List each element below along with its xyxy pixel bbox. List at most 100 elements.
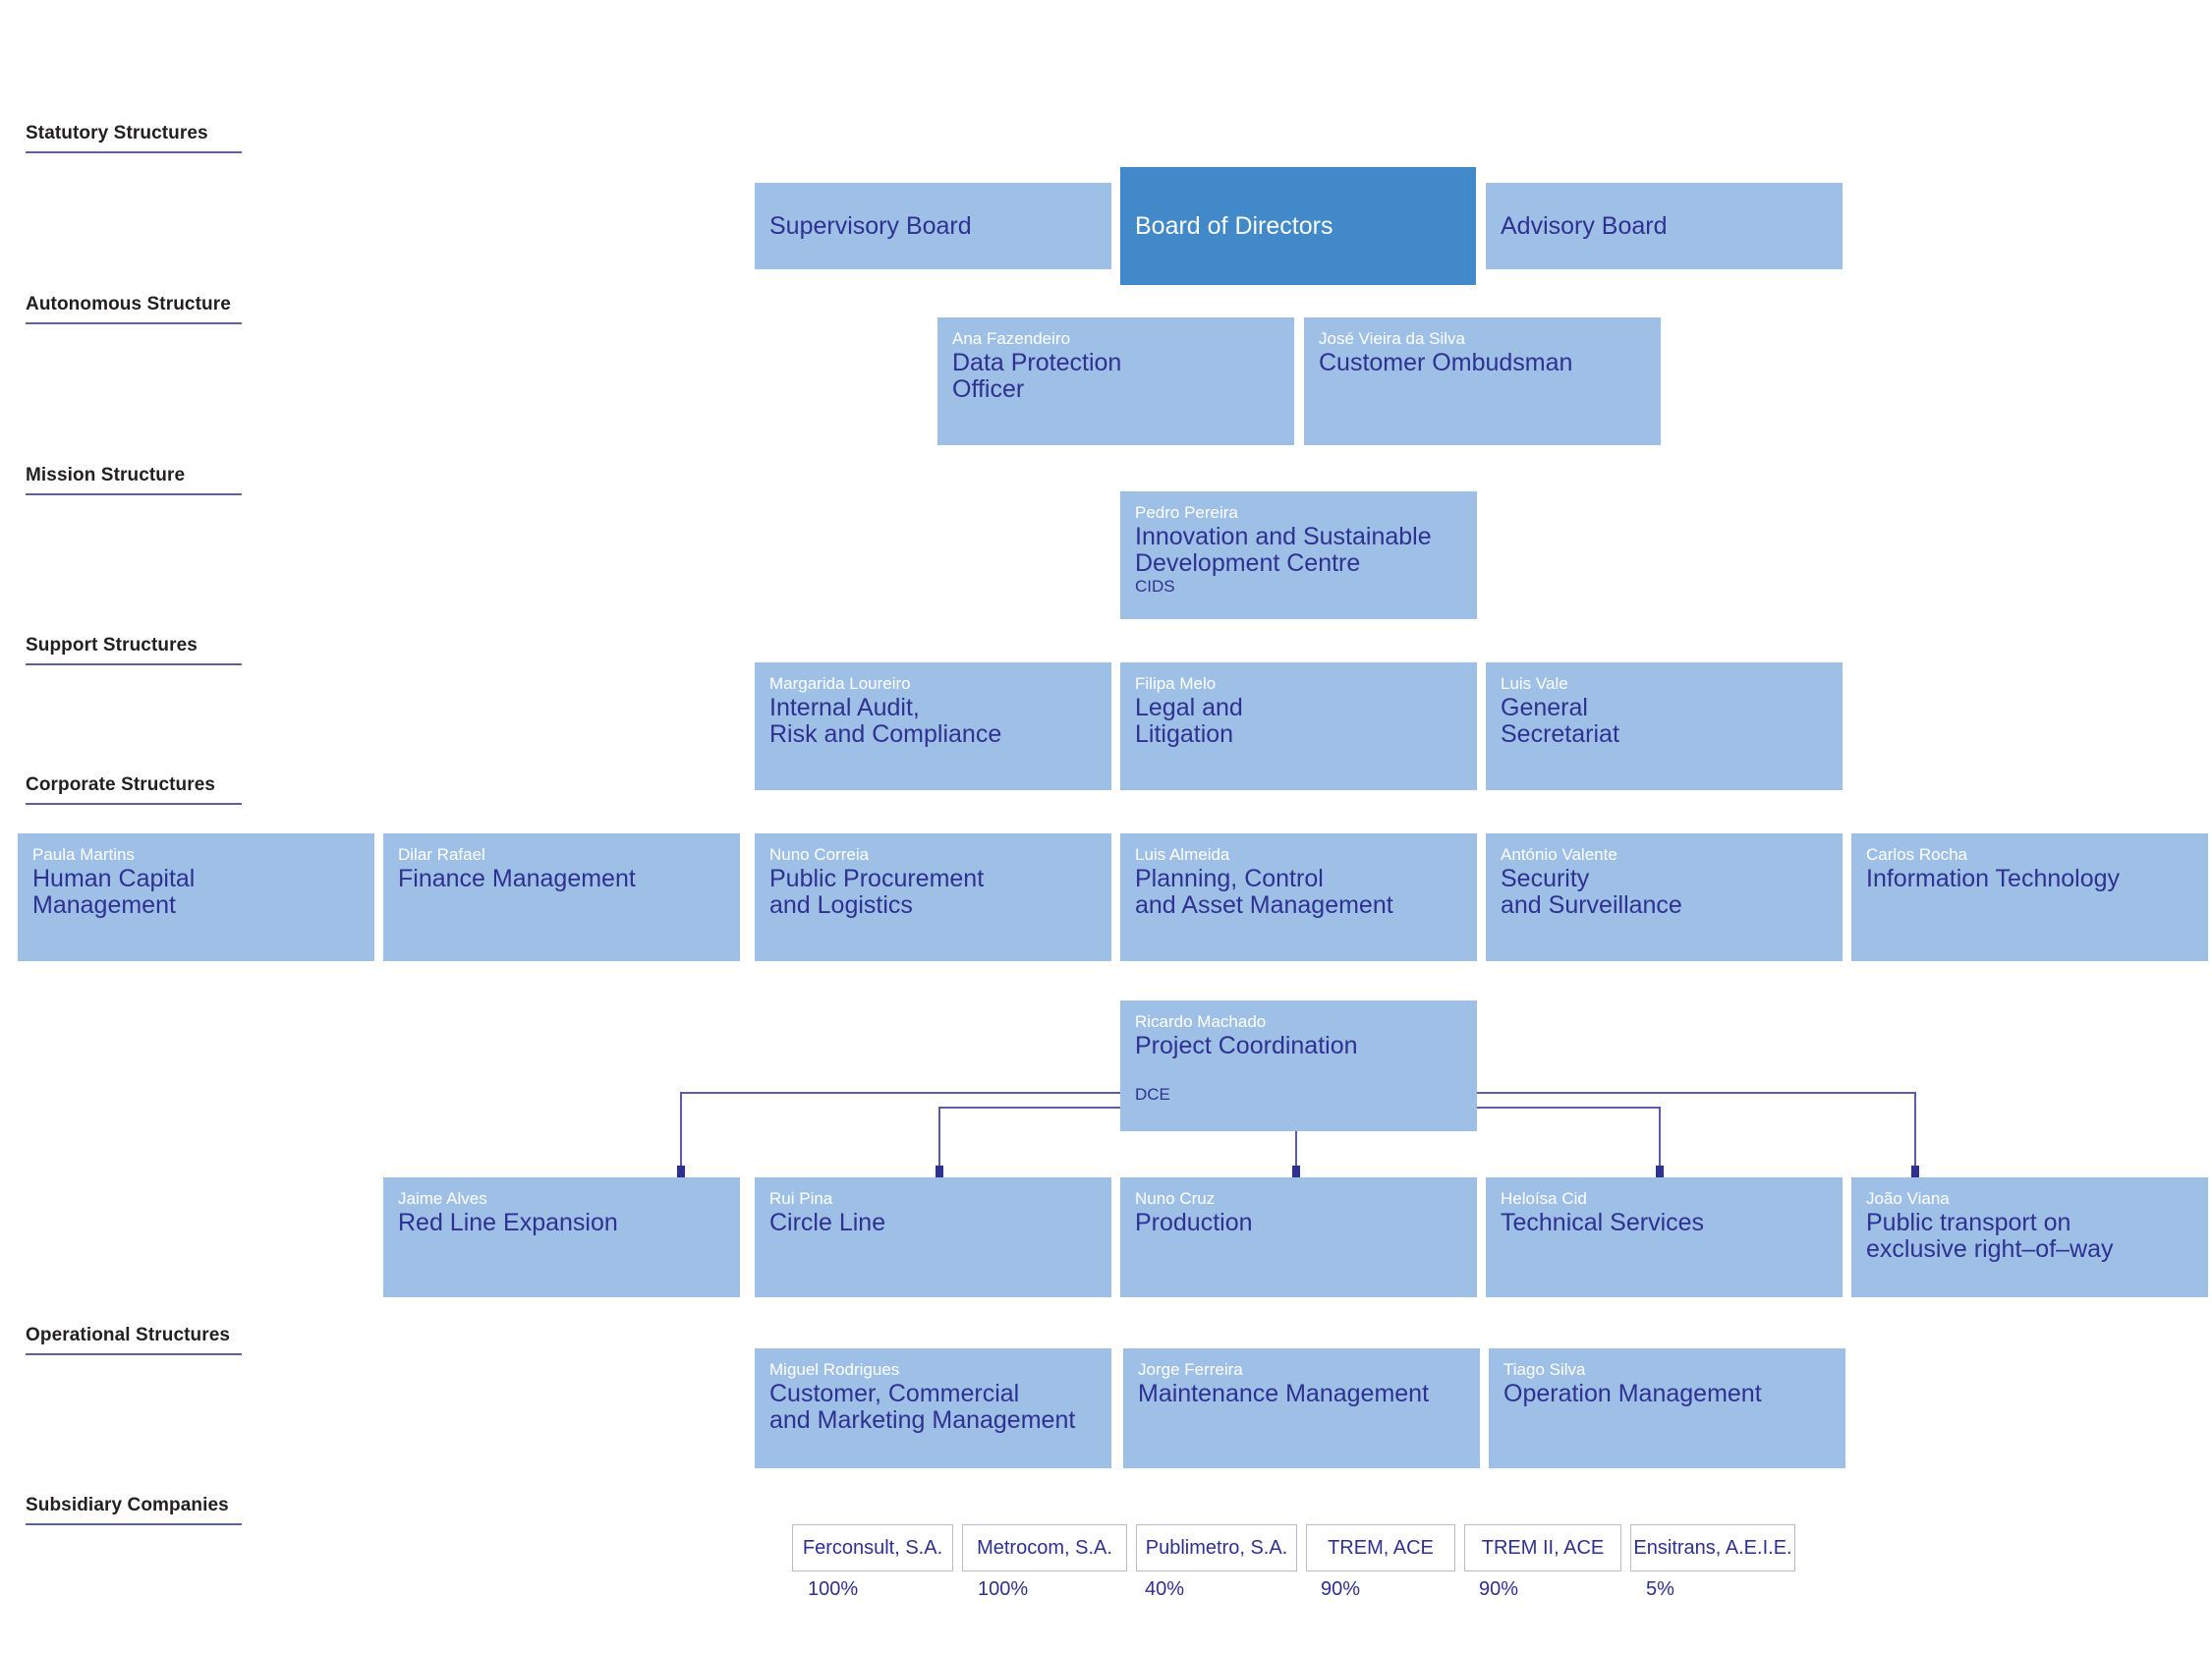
box-circle-line[interactable]: Rui Pina Circle Line	[755, 1177, 1111, 1297]
connector-drop-public-transport	[1914, 1092, 1916, 1176]
box-person: Rui Pina	[769, 1189, 833, 1208]
box-person: João Viana	[1866, 1189, 1950, 1208]
subsidiary-stake-metrocom: 100%	[978, 1578, 1029, 1600]
connector-cap-technical-services	[1656, 1166, 1664, 1177]
box-person: Tiago Silva	[1503, 1360, 1586, 1379]
section-label-statutory-structures: Statutory Structures	[26, 123, 242, 153]
connector-drop-circle-line	[938, 1107, 940, 1176]
section-label-autonomous-structure: Autonomous Structure	[26, 294, 242, 324]
box-title: Advisory Board	[1501, 211, 1668, 240]
box-acronym: DCE	[1135, 1085, 1170, 1104]
box-title: Technical Services	[1501, 1209, 1705, 1236]
box-person: Luis Almeida	[1135, 845, 1230, 864]
box-finance-management[interactable]: Dilar Rafael Finance Management	[383, 833, 740, 961]
box-title: Information Technology	[1866, 865, 2121, 892]
connector-cap-circle-line	[936, 1166, 943, 1177]
connector-drop-technical-services	[1659, 1107, 1661, 1176]
subsidiary-stake-ferconsult: 100%	[808, 1578, 859, 1600]
subsidiary-box-trem-ii[interactable]: TREM II, ACE	[1464, 1524, 1621, 1571]
box-technical-services[interactable]: Heloísa Cid Technical Services	[1486, 1177, 1843, 1297]
box-title: Supervisory Board	[769, 211, 972, 240]
section-label-mission-structure: Mission Structure	[26, 465, 242, 495]
box-person: Margarida Loureiro	[769, 674, 911, 693]
box-person: António Valente	[1501, 845, 1617, 864]
box-person: Nuno Cruz	[1135, 1189, 1216, 1208]
box-title: Project Coordination	[1135, 1032, 1358, 1059]
connector-cap-production	[1292, 1166, 1300, 1177]
subsidiary-box-ferconsult[interactable]: Ferconsult, S.A.	[792, 1524, 953, 1571]
box-title: Red Line Expansion	[398, 1209, 618, 1236]
connector-bus-upper-left	[680, 1092, 1122, 1094]
subsidiary-box-publimetro[interactable]: Publimetro, S.A.	[1136, 1524, 1297, 1571]
box-person: Pedro Pereira	[1135, 503, 1238, 522]
subsidiary-stake-trem: 90%	[1321, 1578, 1361, 1600]
box-maintenance-management[interactable]: Jorge Ferreira Maintenance Management	[1123, 1348, 1480, 1468]
box-title: Finance Management	[398, 865, 636, 892]
box-information-technology[interactable]: Carlos Rocha Information Technology	[1851, 833, 2208, 961]
box-title: Customer Ombudsman	[1319, 349, 1573, 376]
box-title: Internal Audit,Risk and Compliance	[769, 694, 1002, 748]
box-internal-audit-risk-compliance[interactable]: Margarida Loureiro Internal Audit,Risk a…	[755, 662, 1111, 790]
box-title: Production	[1135, 1209, 1253, 1236]
connector-cap-red-line-expansion	[677, 1166, 685, 1177]
box-person: Luis Vale	[1501, 674, 1568, 693]
box-person: Paula Martins	[32, 845, 135, 864]
section-label-subsidiary-companies: Subsidiary Companies	[26, 1495, 242, 1525]
section-label-corporate-structures: Corporate Structures	[26, 774, 242, 805]
connector-cap-public-transport	[1911, 1166, 1919, 1177]
subsidiary-stake-trem-ii: 90%	[1479, 1578, 1519, 1600]
subsidiary-box-metrocom[interactable]: Metrocom, S.A.	[962, 1524, 1127, 1571]
box-supervisory-board[interactable]: Supervisory Board	[755, 183, 1111, 269]
connector-bus-upper-right	[1474, 1092, 1916, 1094]
box-production[interactable]: Nuno Cruz Production	[1120, 1177, 1477, 1297]
section-label-operational-structures: Operational Structures	[26, 1325, 242, 1355]
box-person: Carlos Rocha	[1866, 845, 1967, 864]
box-advisory-board[interactable]: Advisory Board	[1486, 183, 1843, 269]
box-title: Maintenance Management	[1138, 1380, 1430, 1407]
box-board-of-directors[interactable]: Board of Directors	[1120, 167, 1476, 285]
connector-bus-lower-right	[1474, 1107, 1659, 1109]
box-red-line-expansion[interactable]: Jaime Alves Red Line Expansion	[383, 1177, 740, 1297]
box-person: Dilar Rafael	[398, 845, 485, 864]
box-person: Jaime Alves	[398, 1189, 487, 1208]
box-customer-ombudsman[interactable]: José Vieira da Silva Customer Ombudsman	[1304, 317, 1661, 445]
box-person: Ricardo Machado	[1135, 1012, 1267, 1031]
box-person: Miguel Rodrigues	[769, 1360, 900, 1379]
box-innovation-sustainable-development-centre[interactable]: Pedro Pereira Innovation and Sustainable…	[1120, 491, 1477, 619]
box-person: Nuno Correia	[769, 845, 870, 864]
section-label-support-structures: Support Structures	[26, 635, 242, 665]
box-person: Filipa Melo	[1135, 674, 1217, 693]
subsidiary-box-trem[interactable]: TREM, ACE	[1306, 1524, 1455, 1571]
subsidiary-box-ensitrans[interactable]: Ensitrans, A.E.I.E.	[1630, 1524, 1795, 1571]
box-operation-management[interactable]: Tiago Silva Operation Management	[1489, 1348, 1845, 1468]
box-title: Operation Management	[1503, 1380, 1762, 1407]
box-person: Jorge Ferreira	[1138, 1360, 1243, 1379]
connector-drop-production	[1295, 1131, 1297, 1176]
connector-drop-red-line-expansion	[680, 1092, 682, 1176]
box-project-coordination[interactable]: Ricardo Machado Project Coordination DCE	[1120, 1000, 1477, 1131]
box-acronym: CIDS	[1135, 577, 1175, 596]
box-title: Circle Line	[769, 1209, 886, 1236]
box-person: José Vieira da Silva	[1319, 329, 1465, 348]
box-title: Board of Directors	[1135, 211, 1333, 240]
